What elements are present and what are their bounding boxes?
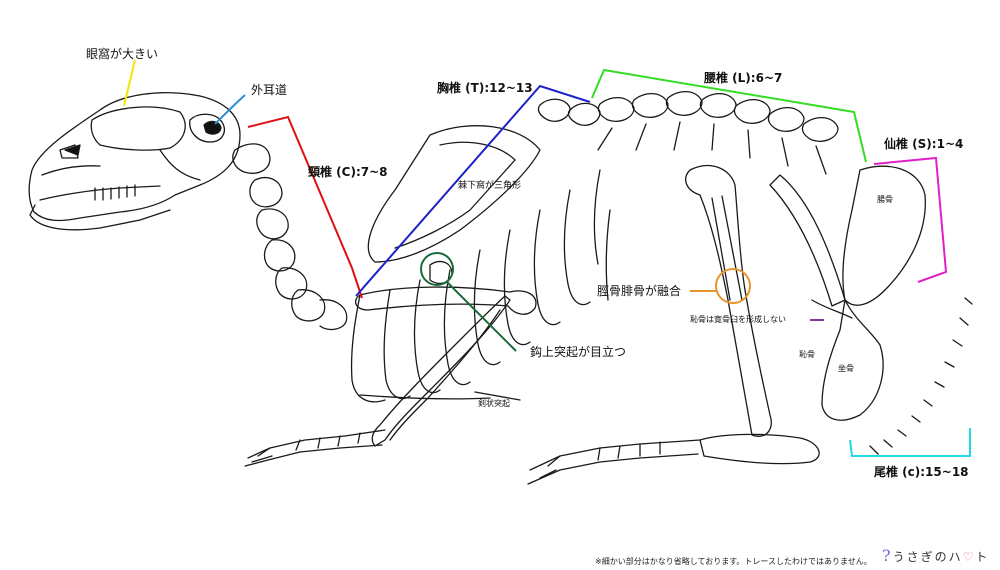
sacral-label: 仙椎 (S):1~4 xyxy=(884,137,964,151)
scapula-label: 棘下窩が三角形 xyxy=(458,181,522,191)
thoracic-label: 胸椎 (T):12~13 xyxy=(437,81,533,95)
caudal-bracket xyxy=(849,428,971,457)
logo-text: うさぎのハ xyxy=(892,550,963,564)
xiphoid-label: 剣状突起 xyxy=(478,399,510,408)
nasal-opening xyxy=(64,144,81,156)
footer-note: ※細かい部分はかなり省略しております。トレースしたわけではありません。 xyxy=(595,557,872,566)
forelimb xyxy=(244,286,537,467)
ribcage xyxy=(350,125,611,403)
ischium-label: 坐骨 xyxy=(838,364,854,373)
hindlimb xyxy=(527,165,846,485)
ear-label: 外耳道 xyxy=(251,83,288,97)
logo-mark: ? xyxy=(882,546,893,565)
tibiofibula-label: 脛骨腓骨が融合 xyxy=(597,284,682,298)
tibiofibula-marker xyxy=(690,268,751,304)
lumbar-label: 腰椎 (L):6~7 xyxy=(704,71,783,85)
site-logo: ?うさぎのハ♡ト xyxy=(882,548,989,564)
coracoid-marker xyxy=(420,252,517,352)
orbit-label: 眼窩が大きい xyxy=(86,47,159,61)
coracoid-label: 鈎上突起が目立つ xyxy=(530,345,627,359)
caudal-label: 尾椎 (c):15~18 xyxy=(874,465,969,479)
ear-canal xyxy=(203,120,222,135)
orbit-leader xyxy=(123,59,136,107)
pubis-note-label: 恥骨は寛骨臼を形成しない xyxy=(690,315,786,324)
logo-heart: ♡ xyxy=(962,550,976,564)
logo-text-end: ト xyxy=(975,550,990,564)
cervical-label: 頸椎 (C):7~8 xyxy=(308,165,388,179)
thoracic-lumbar-vertebrae xyxy=(537,91,839,175)
thoracic-bracket xyxy=(355,84,591,297)
cervical-bracket xyxy=(247,115,363,299)
ear-leader xyxy=(214,94,246,125)
ilium-label: 腸骨 xyxy=(877,195,893,204)
sacral-bracket xyxy=(873,156,948,283)
tail-vertebrae xyxy=(869,297,973,455)
cervical-vertebrae xyxy=(232,143,348,331)
pubis-label: 恥骨 xyxy=(799,350,815,359)
lumbar-bracket xyxy=(591,68,867,163)
pelvis xyxy=(811,165,926,421)
skull xyxy=(28,92,241,231)
